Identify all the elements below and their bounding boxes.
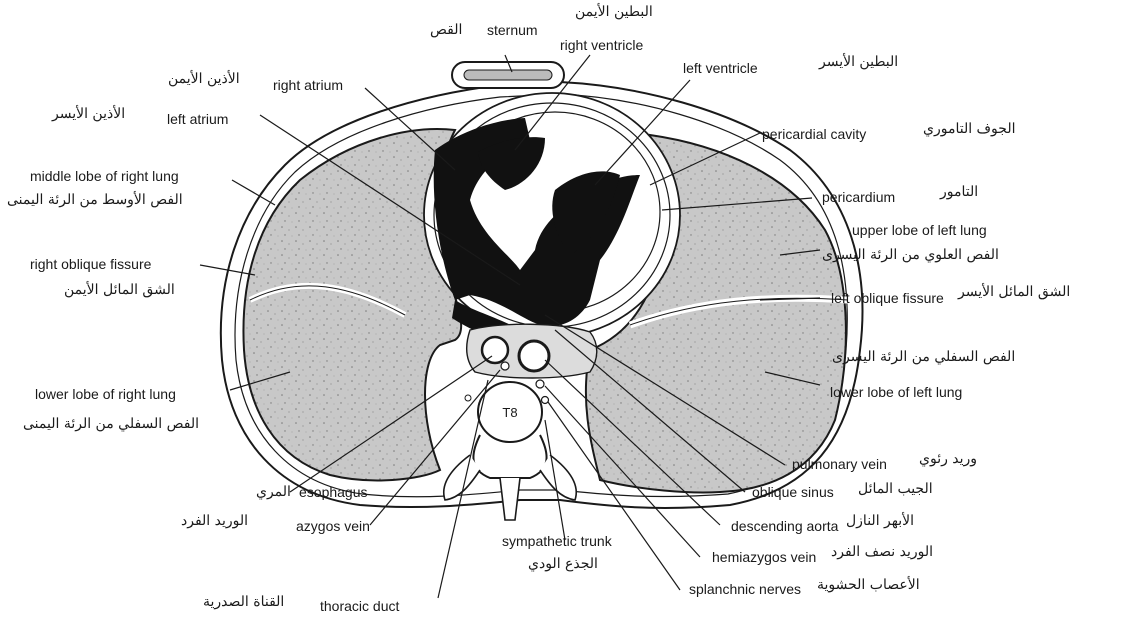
pericardial-cavity-label-ar: الجوف التاموري — [923, 121, 1015, 138]
sternum-label: sternum — [487, 22, 538, 39]
sympathetic-trunk-label-ar: الجذع الودي — [528, 556, 598, 573]
middle-lobe-right-lung-label-ar: الفص الأوسط من الرئة اليمنى — [7, 192, 183, 209]
upper-lobe-left-lung-label-ar: الفص العلوي من الرئة اليسرى — [822, 247, 999, 264]
lower-lobe-left-lung-label-ar: الفص السفلي من الرئة اليسرى — [832, 349, 1015, 366]
upper-lobe-left-lung-label: upper lobe of left lung — [852, 222, 987, 239]
hemiazygos-vein-label-ar: الوريد نصف الفرد — [831, 544, 933, 561]
left-atrium-label-ar: الأذين الأيسر — [52, 106, 125, 123]
right-oblique-fissure-label-ar: الشق المائل الأيمن — [64, 282, 175, 299]
left-oblique-fissure-label-ar: الشق المائل الأيسر — [958, 284, 1070, 301]
esophagus-label: esophagus — [299, 484, 368, 501]
esophagus-shape — [482, 337, 508, 363]
thoracic-duct-label-ar: القناة الصدرية — [203, 594, 284, 611]
sternum-label-ar: القص — [430, 22, 462, 39]
pericardial-cavity-label: pericardial cavity — [762, 126, 866, 143]
thoracic-duct-label: thoracic duct — [320, 598, 399, 615]
spinous-process — [500, 478, 520, 520]
pulmonary-vein-label: pulmonary vein — [792, 456, 887, 473]
left-atrium-label: left atrium — [167, 111, 228, 128]
right-ventricle-label: right ventricle — [560, 37, 643, 54]
lower-lobe-left-lung-label: lower lobe of left lung — [830, 384, 962, 401]
descending-aorta-label: descending aorta — [731, 518, 838, 535]
lower-lobe-right-lung-label: lower lobe of right lung — [35, 386, 176, 403]
right-oblique-fissure-label: right oblique fissure — [30, 256, 151, 273]
oblique-sinus-label-ar: الجيب المائل — [858, 481, 933, 498]
azygos-vein-label: azygos vein — [296, 518, 370, 535]
left-ventricle-label-ar: البطين الأيسر — [819, 54, 898, 71]
pericardium-label-ar: التامور — [940, 184, 978, 201]
middle-lobe-right-lung-label: middle lobe of right lung — [30, 168, 179, 185]
sympathetic-trunk-label: sympathetic trunk — [502, 533, 612, 550]
oblique-sinus-label: oblique sinus — [752, 484, 834, 501]
hemiazygos-vein-label: hemiazygos vein — [712, 549, 816, 566]
azygos-vein-label-ar: الوريد الفرد — [181, 513, 248, 530]
descending-aorta-label-ar: الأبهر النازل — [846, 513, 914, 530]
right-atrium-label-ar: الأذين الأيمن — [168, 71, 240, 88]
splanchnic-nerves-label-ar: الأعصاب الحشوية — [817, 577, 920, 594]
right-atrium-label: right atrium — [273, 77, 343, 94]
pericardium-label: pericardium — [822, 189, 895, 206]
left-ventricle-label: left ventricle — [683, 60, 758, 77]
right-ventricle-label-ar: البطين الأيمن — [575, 4, 653, 21]
vertebra-label: T8 — [497, 404, 523, 421]
lower-lobe-right-lung-label-ar: الفص السفلي من الرئة اليمنى — [23, 416, 199, 433]
left-oblique-fissure-label: left oblique fissure — [831, 290, 944, 307]
aorta-shape — [519, 341, 549, 371]
esophagus-label-ar: المري — [256, 484, 291, 501]
splanchnic-nerves-label: splanchnic nerves — [689, 581, 801, 598]
pulmonary-vein-label-ar: وريد رئوي — [919, 451, 977, 468]
